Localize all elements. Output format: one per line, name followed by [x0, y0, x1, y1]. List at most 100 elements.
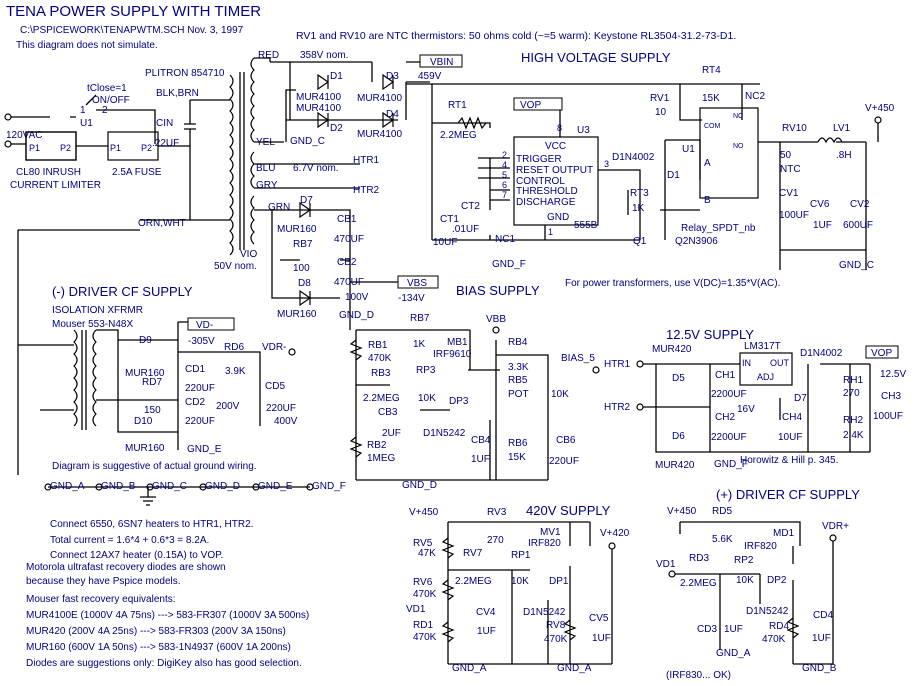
svg-text:2.2MEG: 2.2MEG	[363, 393, 400, 404]
svg-text:RV3: RV3	[487, 507, 507, 518]
svg-text:BIAS_5: BIAS_5	[561, 353, 595, 364]
svg-text:U1: U1	[682, 144, 695, 155]
svg-text:GND_C: GND_C	[839, 260, 874, 271]
svg-text:-134V: -134V	[398, 293, 425, 304]
fuse-label: 2.5A FUSE	[112, 167, 162, 178]
svg-text:HTR1: HTR1	[353, 155, 380, 166]
svg-text:2.4K: 2.4K	[843, 430, 864, 441]
svg-text:RESET OUTPUT: RESET OUTPUT	[516, 165, 593, 176]
svg-text:POT: POT	[508, 389, 529, 400]
svg-text:ORN,WHT: ORN,WHT	[138, 218, 186, 229]
svg-text:RB7: RB7	[293, 239, 313, 250]
svg-text:GND_A: GND_A	[557, 663, 592, 674]
svg-text:1: 1	[80, 105, 86, 116]
svg-text:470K: 470K	[413, 589, 437, 600]
svg-text:VDR-: VDR-	[262, 342, 286, 353]
svg-text:CV4: CV4	[476, 607, 496, 618]
driver-neg-supply: ISOLATION XFRMR Mouser 553-N48X D9 MUR16…	[17, 229, 298, 475]
svg-text:D3: D3	[386, 71, 399, 82]
svg-text:V+450: V+450	[865, 103, 895, 114]
svg-text:RP2: RP2	[734, 555, 754, 566]
svg-text:RP1: RP1	[511, 550, 531, 561]
file-path-note: C:\PSPICEWORK\TENAPWTM.SCH Nov. 3, 1997	[20, 25, 244, 36]
svg-text:CONTROL: CONTROL	[516, 176, 565, 187]
transformer-note: For power transformers, use V(DC)=1.35*V…	[565, 278, 780, 289]
svg-text:150: 150	[144, 405, 161, 416]
svg-text:MUR420: MUR420	[652, 344, 692, 355]
svg-text:RV7: RV7	[463, 548, 483, 559]
svg-text:D9: D9	[139, 335, 152, 346]
svg-text:GND_E: GND_E	[258, 481, 293, 492]
svg-text:100UF: 100UF	[873, 411, 903, 422]
svg-text:220UF: 220UF	[185, 416, 215, 427]
svg-text:Relay_SPDT_nb: Relay_SPDT_nb	[681, 223, 756, 234]
svg-text:MUR420: MUR420	[655, 460, 695, 471]
ground-bus: GND_A GND_B GND_C GND_D GND_E GND_F	[44, 481, 346, 506]
svg-text:MUR4100: MUR4100	[296, 103, 341, 114]
svg-text:NTC: NTC	[780, 164, 801, 175]
svg-text:GND_E: GND_E	[187, 444, 222, 455]
simulation-note: This diagram does not simulate.	[16, 40, 158, 51]
svg-text:LV1: LV1	[833, 123, 850, 134]
svg-text:RH1: RH1	[843, 375, 863, 386]
svg-text:LM317T: LM317T	[744, 341, 781, 352]
svg-text:MV1: MV1	[540, 527, 561, 538]
inrush-limiter-label: CL80 INRUSH	[16, 167, 81, 178]
svg-text:1UF: 1UF	[592, 633, 611, 644]
svg-text:VDR+: VDR+	[822, 521, 849, 532]
svg-text:Mouser 553-N48X: Mouser 553-N48X	[52, 319, 133, 330]
svg-text:TRIGGER: TRIGGER	[516, 154, 562, 165]
net-vbin: VBIN	[430, 57, 453, 68]
svg-text:555B: 555B	[574, 220, 598, 231]
svg-text:IRF820: IRF820	[528, 538, 561, 549]
svg-text:2: 2	[502, 150, 507, 160]
svg-text:220UF: 220UF	[185, 383, 215, 394]
svg-text:VOP: VOP	[871, 348, 892, 359]
svg-text:-305V: -305V	[188, 336, 215, 347]
svg-text:RP3: RP3	[416, 365, 436, 376]
svg-text:D1: D1	[667, 170, 680, 181]
svg-text:HTR1: HTR1	[604, 359, 631, 370]
net-vop: VOP	[520, 100, 541, 111]
svg-text:RD7: RD7	[142, 377, 162, 388]
page-title: TENA POWER SUPPLY WITH TIMER	[6, 3, 261, 20]
svg-text:GND_B: GND_B	[802, 663, 837, 674]
svg-text:GND_F: GND_F	[312, 481, 346, 492]
svg-text:50: 50	[780, 150, 792, 161]
svg-text:2UF: 2UF	[382, 428, 401, 439]
svg-text:V+450: V+450	[667, 506, 697, 517]
svg-text:1UF: 1UF	[471, 454, 490, 465]
svg-text:CD4: CD4	[813, 610, 833, 621]
svg-text:MUR4100: MUR4100	[296, 92, 341, 103]
svg-text:D1N5242: D1N5242	[746, 606, 789, 617]
svg-text:CH2: CH2	[715, 412, 735, 423]
svg-text:MUR160: MUR160	[125, 368, 165, 379]
svg-text:D1N4002: D1N4002	[800, 348, 843, 359]
svg-text:CV2: CV2	[850, 199, 870, 210]
svg-text:RD3: RD3	[689, 553, 709, 564]
svg-text:GRY: GRY	[256, 180, 278, 191]
svg-text:1K: 1K	[413, 339, 426, 350]
svg-text:50V nom.: 50V nom.	[214, 261, 257, 272]
section-bias: BIAS SUPPLY	[456, 283, 540, 298]
ntc-note: RV1 and RV10 are NTC thermistors: 50 ohm…	[296, 30, 736, 42]
svg-text:1UF: 1UF	[724, 624, 743, 635]
svg-text:GND_A: GND_A	[50, 481, 85, 492]
svg-text:RV1: RV1	[650, 93, 670, 104]
svg-text:RD6: RD6	[224, 342, 244, 353]
svg-text:1MEG: 1MEG	[367, 453, 396, 464]
svg-text:RED: RED	[258, 50, 279, 61]
svg-text:B: B	[704, 195, 711, 206]
svg-text:MD1: MD1	[773, 528, 795, 539]
svg-text:GND_A: GND_A	[716, 648, 751, 659]
svg-text:CD2: CD2	[185, 397, 205, 408]
svg-text:CB1: CB1	[337, 214, 357, 225]
svg-text:470UF: 470UF	[334, 234, 364, 245]
svg-text:NO: NO	[733, 143, 744, 150]
svg-text:CV5: CV5	[589, 613, 609, 624]
svg-text:NC2: NC2	[745, 91, 765, 102]
svg-text:Q1: Q1	[633, 236, 647, 247]
svg-text:D7: D7	[300, 195, 313, 206]
